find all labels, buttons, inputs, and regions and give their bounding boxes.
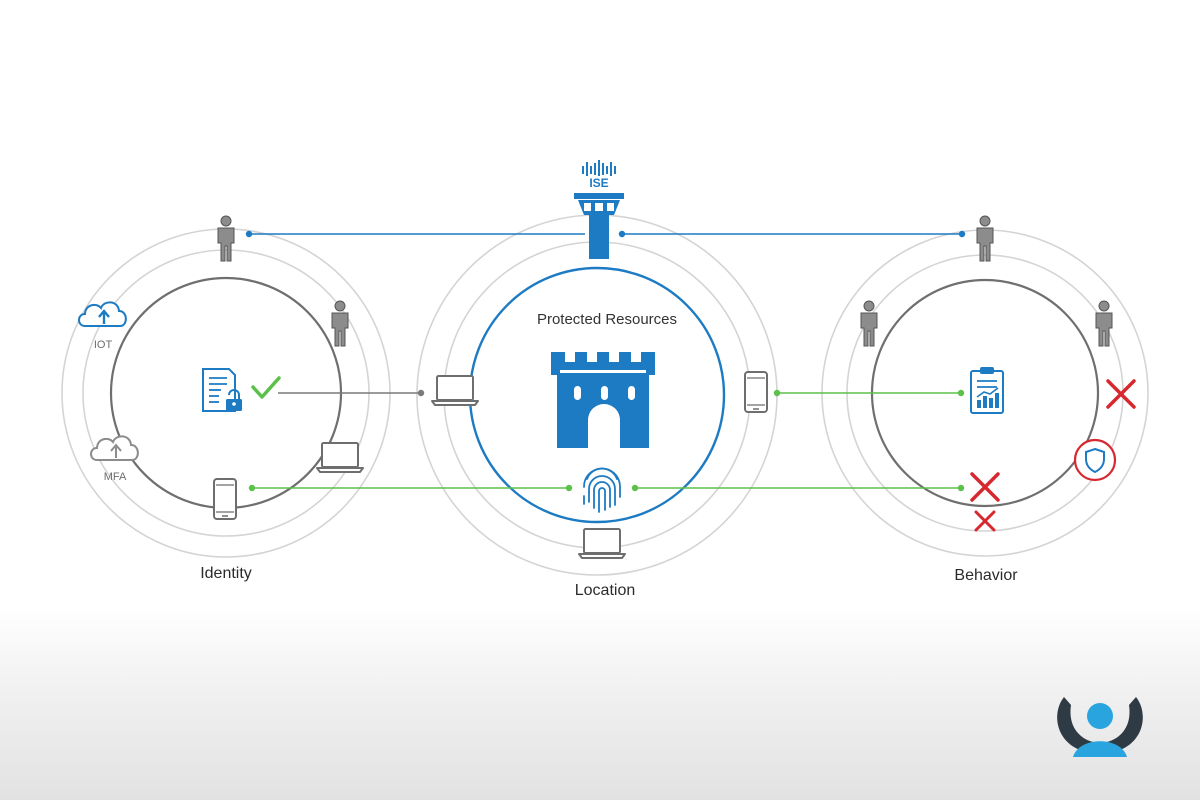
person-icon	[1095, 300, 1113, 347]
clipboard-chart-icon	[970, 367, 1004, 414]
laptop-icon	[578, 528, 626, 559]
cloud-upload-icon	[78, 301, 127, 327]
laptop-icon	[431, 375, 479, 406]
control-tower-icon: ISE	[574, 160, 624, 259]
blue-connector-left	[245, 230, 585, 238]
smartphone-icon	[744, 371, 768, 413]
smartphone-icon	[213, 478, 237, 520]
protected-resources-title: Protected Resources	[537, 311, 677, 328]
ise-logo-text: ISE	[589, 176, 608, 190]
iot-label: IOT	[94, 339, 113, 351]
checkmark-icon	[251, 376, 281, 399]
deny-x-icon	[970, 472, 1000, 502]
laptop-icon	[316, 442, 364, 473]
ise-signal-bars	[582, 160, 616, 176]
location-label: Location	[575, 582, 636, 599]
person-icon	[860, 300, 878, 347]
green-connector-top	[773, 389, 965, 397]
person-icon	[331, 300, 349, 347]
deny-x-icon	[1106, 379, 1136, 409]
mfa-label: MFA	[104, 471, 127, 483]
deny-x-icon	[974, 510, 996, 532]
user-logo-icon	[1057, 697, 1143, 757]
fingerprint-icon	[583, 467, 621, 513]
green-connector-bottom	[248, 484, 965, 492]
document-lock-icon	[202, 368, 242, 412]
identity-label: Identity	[200, 565, 252, 582]
cloud-mfa-icon	[90, 435, 139, 461]
shield-icon	[1073, 438, 1117, 482]
person-icon	[217, 215, 235, 262]
behavior-label: Behavior	[954, 567, 1018, 584]
blue-connector-right	[618, 230, 966, 238]
castle-icon	[551, 352, 655, 448]
gray-connector	[278, 389, 425, 397]
